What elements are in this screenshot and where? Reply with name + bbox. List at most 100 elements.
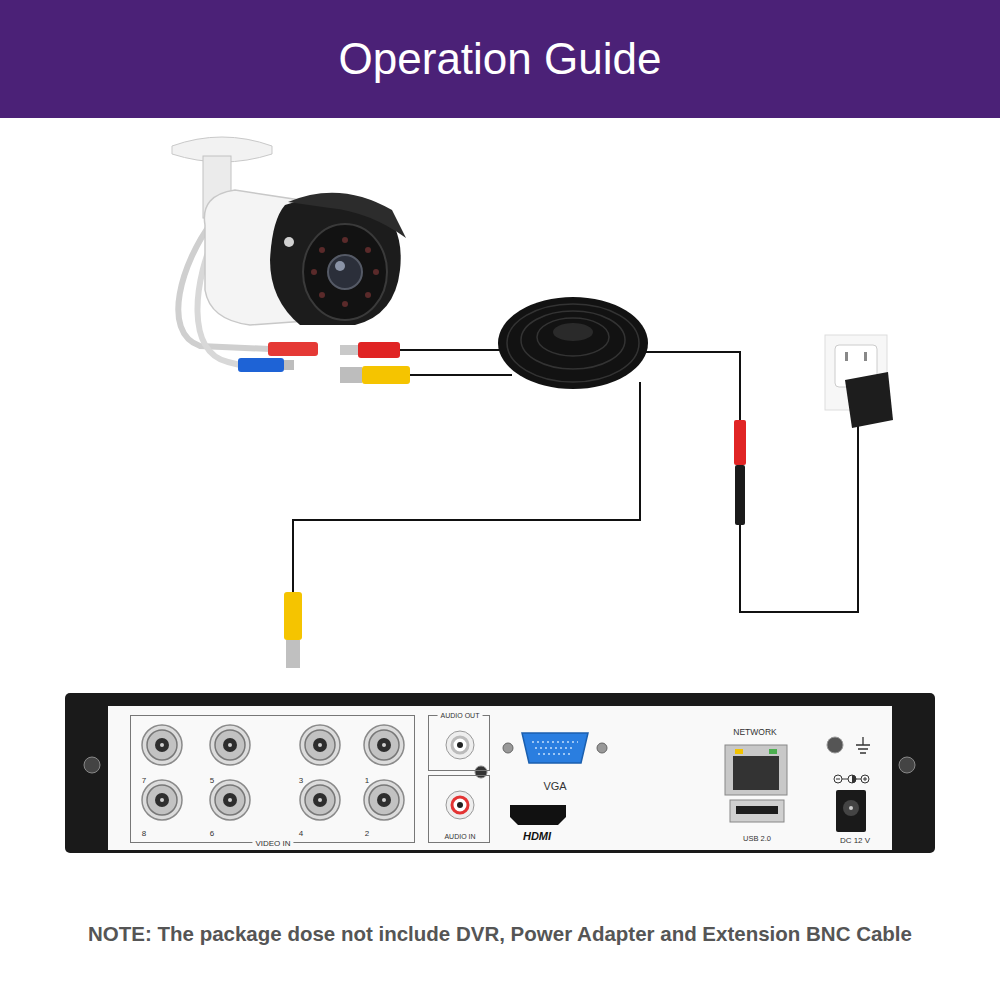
- dvr-rear-panel: VGAHDMINETWORKUSB 2.0DC 12 V75318642VIDE…: [65, 693, 935, 853]
- ir-led: [373, 269, 379, 275]
- polarity-symbol: [836, 777, 867, 781]
- rj45-port: [725, 745, 787, 795]
- ir-led: [311, 269, 317, 275]
- rca-pin: [457, 802, 463, 808]
- page-title: Operation Guide: [0, 0, 1000, 118]
- dvr-panel-face: [108, 706, 892, 850]
- port-label: USB 2.0: [743, 835, 771, 843]
- bnc-connector-tip: [284, 360, 294, 370]
- audio-in-box: AUDIO IN: [428, 775, 490, 843]
- rca-ring-white: [452, 737, 468, 753]
- video-in-group: 75318642VIDEO IN: [130, 715, 415, 843]
- outlet-slot: [864, 352, 867, 361]
- video-in-port: [210, 725, 250, 765]
- ir-led: [365, 292, 371, 298]
- video-in-port: [364, 780, 404, 820]
- dc-jack: [836, 790, 866, 832]
- channel-number: 3: [299, 777, 303, 786]
- dc-jack-plug: [735, 465, 745, 525]
- channel-number: 5: [210, 777, 214, 786]
- vga-port: [522, 733, 588, 763]
- rca-port: [446, 731, 474, 759]
- adapter-wire: [740, 426, 858, 612]
- bnc-plug-tip: [340, 367, 362, 383]
- dc-female-plug: [734, 420, 746, 465]
- coil-ring: [537, 318, 609, 356]
- dc-female-connector: [268, 342, 318, 356]
- group-label: AUDIO OUT: [438, 712, 483, 720]
- ir-led: [342, 301, 348, 307]
- ground-screw: [827, 737, 843, 753]
- video-in-port: [142, 725, 182, 765]
- bnc-plug-tip: [286, 640, 300, 668]
- audio-out-box: AUDIO OUT: [428, 715, 490, 771]
- bnc-male-plug: [362, 366, 410, 384]
- rj45-led: [769, 749, 777, 754]
- video-wire: [293, 382, 640, 592]
- video-in-port: [142, 780, 182, 820]
- channel-number: 8: [142, 830, 146, 839]
- cable-coil: [498, 297, 648, 389]
- polarity-plus: [861, 775, 869, 783]
- title-bar: [0, 0, 1000, 118]
- ir-led: [365, 247, 371, 253]
- video-in-port: [364, 725, 404, 765]
- camera-lens: [328, 255, 362, 289]
- video-in-port: [300, 725, 340, 765]
- coil-ring: [521, 311, 625, 369]
- polarity-center-fill: [852, 775, 856, 783]
- power-wire: [645, 352, 740, 420]
- note-caption: NOTE: The package dose not include DVR, …: [0, 922, 1000, 946]
- port-label: DC 12 V: [840, 837, 870, 846]
- rca-pin: [457, 742, 463, 748]
- camera-logo-mark: [284, 237, 294, 247]
- bracket-screw: [84, 757, 100, 773]
- outlet-slot: [845, 352, 848, 361]
- channel-number: 2: [365, 830, 369, 839]
- dc-plug-tip: [340, 345, 358, 355]
- group-label: VIDEO IN: [252, 840, 293, 849]
- rca-ring-red: [452, 797, 468, 813]
- polarity-center: [848, 775, 856, 783]
- coil-hole: [553, 323, 593, 341]
- usb-socket: [736, 806, 778, 814]
- port-label: VGA: [543, 780, 566, 792]
- dc-jack-socket: [843, 800, 859, 816]
- vga-pins: [532, 742, 578, 754]
- lens-highlight: [335, 261, 345, 271]
- cable-wire: [410, 374, 512, 376]
- ir-led: [319, 292, 325, 298]
- video-in-port: [210, 780, 250, 820]
- channel-number: 4: [299, 830, 303, 839]
- ground-symbol: [856, 737, 870, 753]
- bracket-screw: [899, 757, 915, 773]
- rj45-socket: [733, 756, 779, 790]
- rca-port: [446, 791, 474, 819]
- group-label: AUDIO IN: [441, 833, 478, 841]
- coil-ring: [507, 304, 639, 382]
- port-label: NETWORK: [733, 728, 776, 737]
- channel-number: 1: [365, 777, 369, 786]
- rj45-led: [735, 749, 743, 754]
- channel-number: 6: [210, 830, 214, 839]
- cable-wire: [400, 349, 512, 351]
- dc-jack-pin: [849, 806, 853, 810]
- vga-screw: [597, 743, 607, 753]
- usb-port: [730, 800, 784, 822]
- video-in-port: [300, 780, 340, 820]
- hdmi-logo: HDMI: [523, 830, 551, 842]
- vga-screw: [503, 743, 513, 753]
- dvr-chassis: [65, 693, 935, 853]
- bnc-male-plug: [284, 592, 302, 640]
- hdmi-port: [510, 805, 566, 825]
- power-adapter: [845, 372, 893, 428]
- ir-led: [319, 247, 325, 253]
- bnc-female-connector: [238, 358, 284, 372]
- camera-front-face: [303, 224, 387, 320]
- ir-led: [342, 237, 348, 243]
- dc-male-plug: [358, 342, 400, 358]
